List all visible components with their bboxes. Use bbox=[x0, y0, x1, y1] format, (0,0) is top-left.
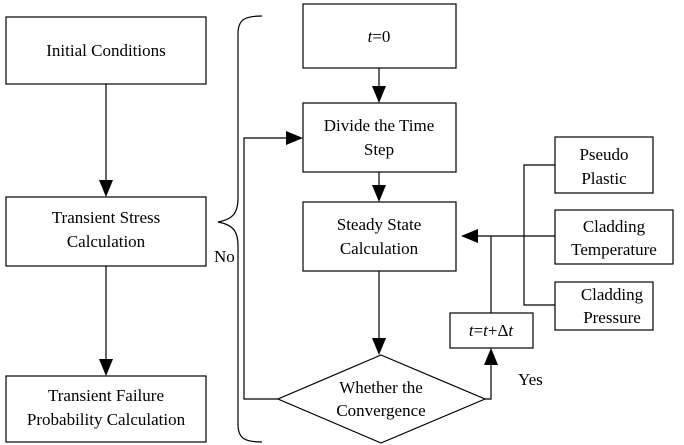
pseudo-plastic-label-line1: Pseudo bbox=[579, 145, 628, 164]
initial-conditions-box: Initial Conditions bbox=[5, 16, 207, 85]
cladding-temperature-box: Cladding Temperature bbox=[554, 209, 674, 265]
arrow-t0-to-divide bbox=[372, 68, 386, 103]
pseudo-plastic-box: Pseudo Plastic bbox=[554, 136, 654, 194]
steady-state-label-line2: Calculation bbox=[340, 239, 419, 258]
t0-box: t=0 bbox=[302, 3, 457, 69]
initial-conditions-label: Initial Conditions bbox=[46, 41, 165, 60]
curly-brace bbox=[217, 15, 263, 443]
convergence-label-line1: Whether the bbox=[339, 378, 423, 397]
yes-connector bbox=[484, 348, 498, 400]
cladding-pressure-label-line1: Cladding bbox=[581, 285, 644, 304]
convergence-label-line2: Convergence bbox=[336, 401, 425, 420]
steady-state-box: Steady State Calculation bbox=[302, 201, 457, 272]
transient-stress-label-line2: Calculation bbox=[67, 232, 146, 251]
divide-time-step-box: Divide the Time Step bbox=[302, 102, 457, 173]
no-loop-connector bbox=[243, 131, 303, 400]
cladding-temperature-label-line1: Cladding bbox=[583, 217, 646, 236]
no-label: No bbox=[214, 247, 235, 266]
divide-time-step-label-line2: Step bbox=[364, 140, 394, 159]
time-update-label: t=t+Δt bbox=[469, 321, 515, 340]
transient-failure-label-line2: Probability Calculation bbox=[27, 410, 186, 429]
arrow-stress-to-failure bbox=[99, 266, 113, 376]
yes-label: Yes bbox=[518, 370, 543, 389]
arrow-initial-to-stress bbox=[99, 84, 113, 197]
convergence-decision: Whether the Convergence bbox=[276, 354, 487, 444]
steady-state-label-line1: Steady State bbox=[337, 215, 422, 234]
transient-stress-label-line1: Transient Stress bbox=[52, 208, 160, 227]
arrow-steady-to-convergence bbox=[372, 271, 386, 355]
divide-time-step-label-line1: Divide the Time bbox=[324, 116, 435, 135]
time-update-box: t=t+Δt bbox=[449, 312, 534, 349]
inputs-bus bbox=[491, 164, 555, 306]
transient-failure-box: Transient Failure Probability Calculatio… bbox=[5, 375, 207, 443]
transient-failure-label-line1: Transient Failure bbox=[48, 386, 164, 405]
cladding-pressure-label-line2: Pressure bbox=[583, 308, 641, 327]
cladding-temperature-label-line2: Temperature bbox=[571, 240, 657, 259]
arrow-divide-to-steady bbox=[372, 172, 386, 202]
pseudo-plastic-label-line2: Plastic bbox=[581, 169, 627, 188]
t0-label: t=0 bbox=[368, 27, 391, 46]
cladding-pressure-box: Cladding Pressure bbox=[554, 281, 654, 331]
update-to-steady-connector bbox=[461, 229, 492, 313]
transient-stress-box: Transient Stress Calculation bbox=[5, 196, 207, 267]
